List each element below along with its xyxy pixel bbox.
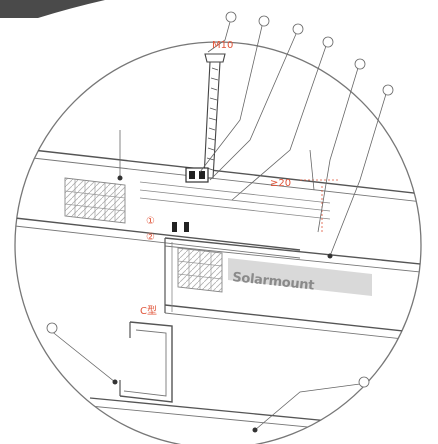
callout-7: [46, 322, 58, 334]
callout-4: [322, 36, 334, 48]
callout-2: [258, 15, 270, 27]
nut-right: [184, 222, 189, 232]
callout-1: [225, 11, 237, 23]
callout-3: [292, 23, 304, 35]
callout-6: [382, 84, 394, 96]
lower-rail: [164, 237, 421, 344]
leader-dot-3: [252, 427, 258, 433]
c-channel-bracket: [119, 321, 173, 403]
gap-label: ≥20: [270, 178, 291, 189]
leader-dot-1: [117, 175, 123, 181]
channel-size-label: C型: [140, 304, 157, 317]
leader-dot-4: [327, 253, 333, 259]
leader-dot-2: [112, 379, 118, 385]
callout-markers: [46, 11, 394, 433]
corner-shadow: [0, 0, 105, 18]
lower-rail-window: [177, 247, 223, 293]
upper-rail-window: [64, 177, 126, 224]
bolt-size-label: M10: [212, 40, 233, 51]
callout-8: [358, 376, 370, 388]
nut-left: [172, 222, 177, 232]
bolt: [203, 53, 226, 179]
leader-lines: [49, 21, 387, 431]
washer-b-label: ②: [146, 232, 155, 243]
callout-5: [354, 58, 366, 70]
clamp-block: [185, 167, 209, 183]
upper-rail: [15, 147, 421, 259]
washer-a-label: ①: [146, 216, 155, 227]
